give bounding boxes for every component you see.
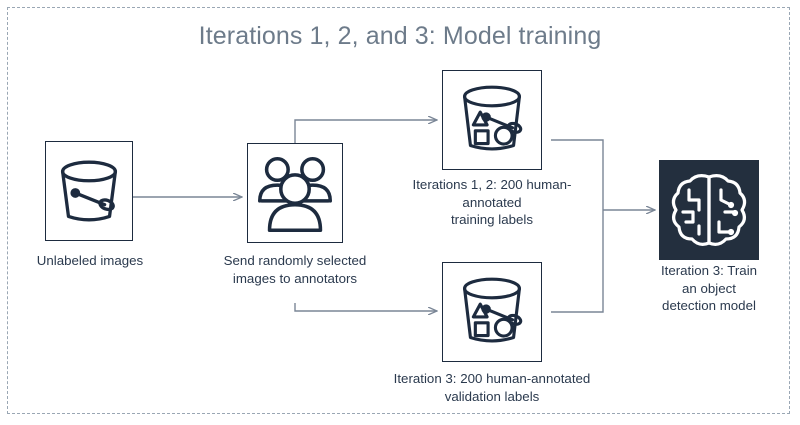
node-annotators[interactable] — [247, 143, 343, 243]
node-unlabeled-images[interactable] — [45, 141, 133, 241]
ai-brain-icon — [671, 174, 747, 246]
labeled-bucket-icon — [462, 85, 523, 151]
caption-validation-labels: Iteration 3: 200 human-annotated validat… — [393, 371, 591, 404]
users-icon — [257, 156, 333, 232]
page-title: Iterations 1, 2, and 3: Model training — [198, 22, 602, 50]
caption-unlabeled-images: Unlabeled images — [36, 253, 144, 268]
bucket-icon — [60, 160, 118, 222]
diagram-border — [7, 7, 790, 414]
caption-train-model: Iteration 3: Train an object detection m… — [660, 263, 758, 313]
node-validation-labels[interactable] — [442, 262, 542, 362]
node-training-labels[interactable] — [442, 70, 542, 170]
node-train-model[interactable] — [659, 160, 759, 260]
caption-annotators: Send randomly selected images to annotat… — [223, 253, 367, 286]
caption-training-labels: Iterations 1, 2: 200 human- annotated tr… — [412, 177, 572, 227]
labeled-bucket-icon — [462, 277, 523, 343]
